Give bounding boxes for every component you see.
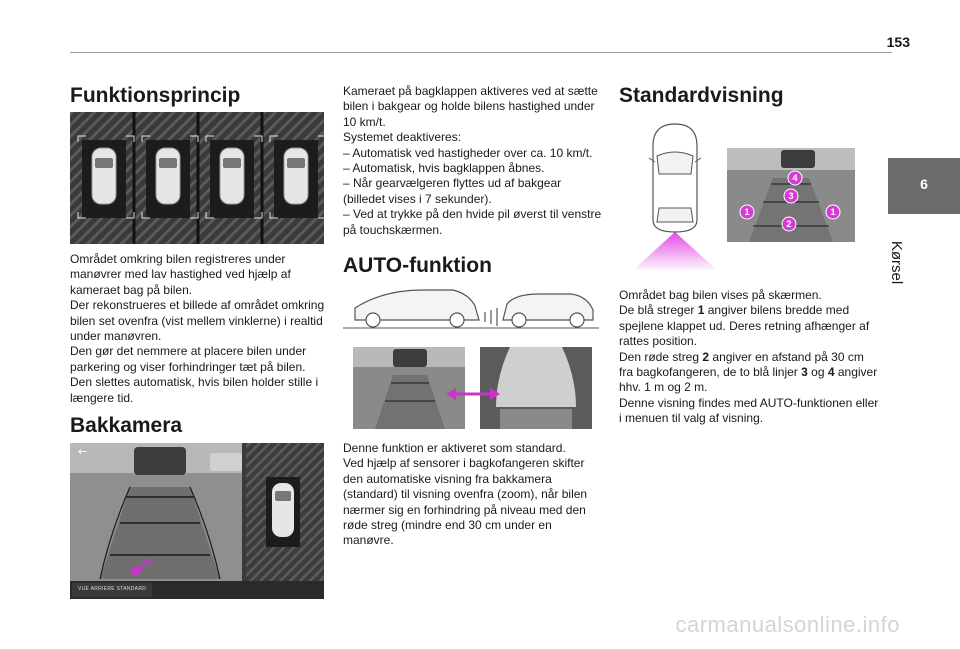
paragraph: Den slettes automatisk, hvis bilen holde… (70, 375, 319, 405)
chapter-title-text: Kørsel (888, 240, 906, 285)
callout-3: 3 (788, 191, 793, 201)
heading-bakkamera: Bakkamera (70, 414, 183, 437)
chapter-tab[interactable]: 6 (888, 158, 960, 214)
standard-view-illustration: 4 3 1 1 2 (633, 123, 855, 270)
callout-1-right: 1 (830, 207, 835, 217)
page-number: 153 (886, 34, 910, 50)
paragraph: Kameraet på bagklappen aktiveres ved at … (343, 84, 598, 129)
watermark[interactable]: carmanualsonline.info (0, 612, 960, 638)
auto-text: Denne funktion er aktiveret som standard… (343, 441, 605, 549)
paragraph: De blå streger 1 angiver bilens bredde m… (619, 303, 881, 349)
watermark-text[interactable]: carmanualsonline.info (675, 612, 900, 637)
list-item: – Ved at trykke på den hvide pil øverst … (343, 207, 602, 237)
heading-funktionsprincip: Funktionsprincip (70, 84, 241, 107)
ref-number: 1 (697, 303, 705, 318)
camera-activation-text: Kameraet på bagklappen aktiveres ved at … (343, 84, 605, 238)
list-item: – Automatisk ved hastigheder over ca. 10… (343, 145, 593, 160)
callout-2: 2 (786, 219, 791, 229)
funktionsprincip-text: Området omkring bilen registreres under … (70, 252, 326, 406)
paragraph: Denne visning findes med AUTO-funktionen… (619, 395, 879, 426)
list-item: – Når gearvælgeren flyttes ud af bakgear… (343, 176, 562, 206)
topview-figure (70, 112, 324, 244)
text-run: angiver hhv. 1 m og 2 m. (619, 365, 878, 395)
svg-text:←: ← (78, 445, 87, 458)
ref-number: 4 (827, 365, 835, 380)
text-run: angiver en afstand på 30 cm fra bagkofan… (619, 349, 864, 380)
cars-illustration (343, 289, 599, 329)
auto-cars-figure (343, 282, 599, 332)
heading-standardvisning: Standardvisning (619, 84, 784, 107)
paragraph: Den gør det nemmere at placere bilen und… (70, 344, 307, 374)
text-run: og (807, 365, 828, 380)
auto-standard-view (353, 347, 465, 429)
text-run: Den røde streg (619, 349, 703, 364)
paragraph: Systemet deaktiveres: (343, 130, 462, 145)
header-rule (70, 52, 892, 53)
standard-view-figure: 4 3 1 1 2 (619, 122, 859, 272)
ref-number: 3 (801, 365, 808, 380)
list-item: – Automatisk, hvis bagklappen åbnes. (343, 161, 545, 176)
screen-mode-label: VUE ARRIERE STANDARD (78, 586, 147, 592)
paragraph: Den røde streg 2 angiver en afstand på 3… (619, 350, 881, 396)
paragraph: Denne funktion er aktiveret som standard… (343, 441, 566, 455)
standardvisning-text: Området bag bilen vises på skærmen. De b… (619, 288, 881, 427)
topview-illustration (70, 112, 324, 244)
rear-camera-figure: ← VUE ARRIERE STANDARD (70, 443, 324, 599)
zoom-view-screen (480, 347, 592, 429)
text-run: De blå streger (619, 303, 698, 318)
rear-camera-screen: ← (70, 443, 324, 599)
paragraph: Der rekonstrueres et billede af området … (70, 298, 325, 344)
callout-4: 4 (792, 173, 797, 183)
switch-arrow-icon (446, 388, 500, 400)
auto-zoom-view (480, 347, 592, 429)
ref-number: 2 (702, 349, 710, 364)
paragraph: Ved hjælp af sensorer i bagkofangeren sk… (343, 456, 588, 548)
chapter-title: Kørsel (888, 232, 915, 292)
heading-auto: AUTO-funktion (343, 254, 492, 277)
paragraph: Området omkring bilen registreres under … (70, 252, 291, 297)
callout-1-left: 1 (744, 207, 749, 217)
text-run: angiver bilens bredde med spejlene klapp… (619, 303, 870, 349)
standard-view-screen (353, 347, 465, 429)
paragraph: Området bag bilen vises på skærmen. (619, 288, 822, 302)
